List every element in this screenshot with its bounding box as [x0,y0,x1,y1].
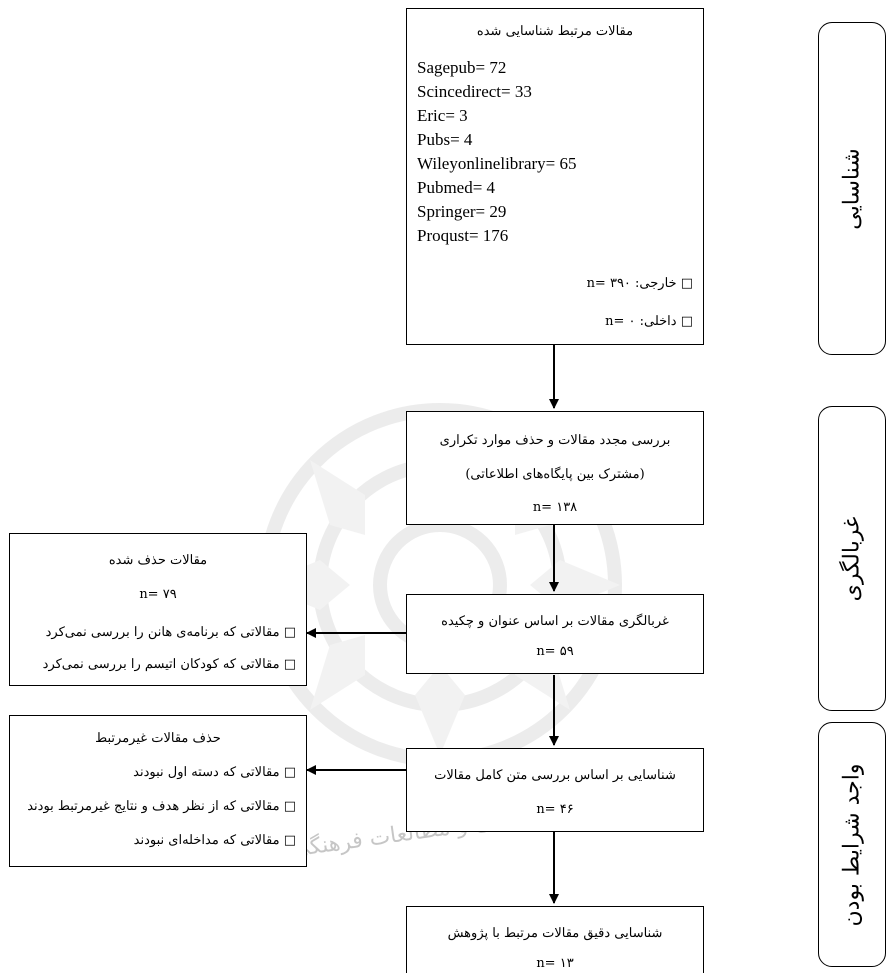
removed-articles-box: مقالات حذف شده n= ۷۹ □ مقالاتی که برنامه… [9,533,307,686]
screening-line1: غربالگری مقالات بر اساس عنوان و چکیده [441,614,669,629]
screening-count: n= ۵۹ [536,644,574,659]
irrelevant-reason: □ مقالاتی که مداخله‌ای نبودند [133,833,296,848]
database-item: Springer= 29 [417,202,507,221]
removed-title: مقالات حذف شده [108,553,208,568]
identified-articles-box: مقالات مرتبط شناسایی شده Sagepub= 72 Sci… [406,8,704,345]
database-item: Eric= 3 [417,106,468,125]
internal-count: □ داخلی: n= ۰ [605,314,693,329]
database-item: Sagepub= 72 [417,58,507,77]
fulltext-count: n= ۴۶ [536,802,574,817]
removed-count: n= ۷۹ [139,587,177,602]
removed-reason: □ مقالاتی که کودکان اتیسم را بررسی نمی‌ک… [42,657,296,672]
irrelevant-articles-box: حذف مقالات غیرمرتبط □ مقالاتی که دسته او… [9,715,307,867]
database-item: Pubs= 4 [417,130,473,149]
screening-box: غربالگری مقالات بر اساس عنوان و چکیده n=… [406,594,704,674]
database-item: Scincedirect= 33 [417,82,532,101]
final-box: شناسایی دقیق مقالات مرتبط با پژوهش n= ۱۳ [406,906,704,973]
identified-title: مقالات مرتبط شناسایی شده [476,24,634,39]
stage-label: غربالگری [839,516,865,601]
irrelevant-title: حذف مقالات غیرمرتبط [95,731,221,746]
stage-label: شناسایی [839,147,865,230]
final-line1: شناسایی دقیق مقالات مرتبط با پژوهش [447,926,663,941]
irrelevant-reason: □ مقالاتی که از نظر هدف و نتایج غیرمرتبط… [27,799,296,814]
dedupe-line1: بررسی مجدد مقالات و حذف موارد تکراری [439,433,671,448]
stage-identification: شناسایی [818,22,886,355]
external-count: □ خارجی: n= ۳۹۰ [586,276,693,291]
database-item: Wileyonlinelibrary= 65 [417,154,577,173]
fulltext-box: شناسایی بر اساس بررسی متن کامل مقالات n=… [406,748,704,832]
database-list: Sagepub= 72 Scincedirect= 33 Eric= 3 Pub… [417,56,577,248]
stage-label: واجد شرایط بودن [839,762,865,927]
dedupe-line2: (مشترک بین پایگاه‌های اطلاعاتی) [465,467,645,482]
stage-eligibility: واجد شرایط بودن [818,722,886,967]
stage-screening: غربالگری [818,406,886,711]
dedupe-box: بررسی مجدد مقالات و حذف موارد تکراری (مش… [406,411,704,525]
database-item: Proqust= 176 [417,226,509,245]
fulltext-line1: شناسایی بر اساس بررسی متن کامل مقالات [434,768,676,783]
removed-reason: □ مقالاتی که برنامه‌ی هانن را بررسی نمی‌… [45,625,296,640]
dedupe-count: n= ۱۳۸ [532,500,578,515]
final-count: n= ۱۳ [536,956,574,971]
database-item: Pubmed= 4 [417,178,496,197]
irrelevant-reason: □ مقالاتی که دسته اول نبودند [133,765,296,780]
